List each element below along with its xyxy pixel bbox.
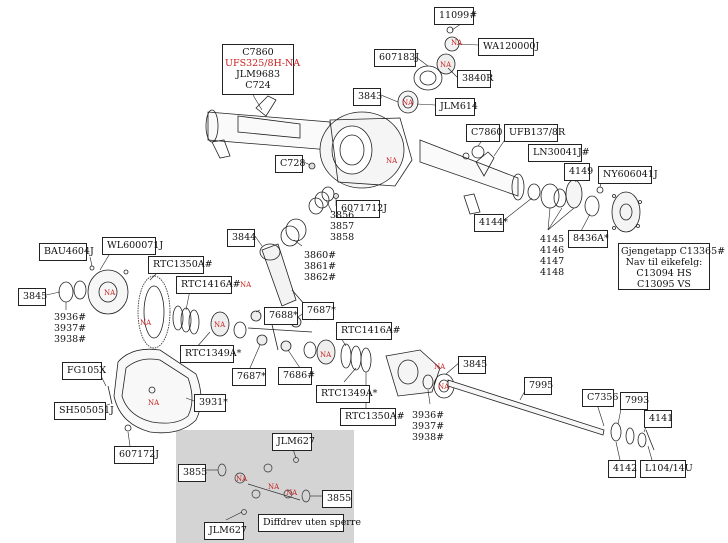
cover-parts	[107, 348, 202, 434]
na-mark: NA	[440, 61, 452, 69]
na-mark: NA	[451, 39, 463, 47]
na-mark: NA	[236, 475, 248, 483]
na-mark: NA	[148, 399, 160, 407]
label-4144: 4144*	[474, 214, 508, 232]
stack-3856: 3856 3857 3858	[330, 210, 354, 243]
label-ny606041j: NY606041J	[598, 166, 658, 184]
label-3843: 3843	[353, 88, 382, 106]
na-mark: NA	[438, 383, 450, 391]
na-mark: NA	[286, 489, 298, 497]
na-mark: NA	[386, 157, 398, 165]
label-rtc1416a-right: RTC1416A#	[336, 322, 401, 340]
na-mark: NA	[214, 321, 226, 329]
label-4141: 4141	[644, 410, 673, 428]
label-bau4604j: BAU4604J	[39, 243, 94, 261]
label-ufb137: UFB137/8R	[504, 124, 565, 142]
stack-3936-left: 3936# 3937# 3938#	[54, 312, 86, 345]
label-7686: 7686#	[278, 367, 315, 385]
label-7687-top: 7687*	[302, 302, 336, 320]
label-3931: 3931*	[194, 394, 228, 412]
label-rtc1350a-bottom: RTC1350A#	[340, 408, 405, 426]
hub-parts	[527, 179, 642, 233]
right-carrier-parts	[385, 349, 655, 451]
part-4148: 4148	[540, 267, 565, 278]
na-mark: NA	[402, 99, 414, 107]
label-c7356: C7356	[582, 389, 618, 407]
label-3855-left: 3855	[178, 464, 207, 482]
label-3844: 3844	[227, 229, 256, 247]
hub-line-2: Nav til eikefelg:	[625, 257, 703, 268]
part-3938: 3938#	[412, 432, 445, 443]
label-7687-bottom: 7687*	[232, 368, 266, 386]
label-wl600071j: WL600071J	[102, 237, 163, 255]
stack-4145: 4145 4146 4147 4148	[540, 234, 564, 278]
label-607172j: 607172J	[114, 446, 159, 464]
label-3840r: 3840R	[457, 70, 493, 88]
label-fg105x: FG105X	[62, 362, 106, 380]
hub-line-4: C13095 VS	[637, 279, 691, 290]
stack-3936-right: 3936# 3937# 3938#	[412, 410, 444, 443]
part-4146: 4146	[540, 245, 565, 256]
label-8436a: 8436A*	[568, 230, 609, 248]
part-3937: 3937#	[54, 323, 87, 334]
label-rtc1350a-top: RTC1350A#	[148, 256, 213, 274]
label-ln30041j: LN30041J#	[528, 144, 590, 162]
label-jlm627-bottom: JLM627	[204, 522, 247, 540]
part-3861: 3861#	[304, 261, 337, 272]
label-3845-left: 3845	[18, 288, 47, 306]
hub-line-3: C13094 HS	[636, 268, 692, 279]
label-c728: C728	[275, 155, 305, 173]
part-4145: 4145	[540, 234, 565, 245]
part-3862: 3862#	[304, 272, 337, 283]
part-4147: 4147	[540, 256, 565, 267]
label-rtc1349a-left: RTC1349A*	[180, 345, 241, 363]
label-jlm614: JLM614	[435, 98, 478, 116]
label-jlm627-top: JLM627	[272, 433, 315, 451]
label-3845-right: 3845	[458, 356, 487, 374]
part-3937: 3937#	[412, 421, 445, 432]
part-3860: 3860#	[304, 250, 337, 261]
left-carrier-parts	[58, 265, 372, 373]
part-3936: 3936#	[54, 312, 87, 323]
kit-box: C7860 UFS325/8H-NA JLM9683 C724	[222, 44, 301, 95]
stack-3860: 3860# 3861# 3862#	[304, 250, 336, 283]
label-rtc1416a-left: RTC1416A#	[176, 276, 241, 294]
label-6071712j: 6071712J	[336, 200, 387, 218]
label-7995: 7995	[524, 377, 553, 395]
part-3856: 3856	[330, 210, 355, 221]
label-rtc1349a-right: RTC1349A*	[316, 385, 377, 403]
part-3857: 3857	[330, 221, 355, 232]
na-mark: NA	[268, 483, 280, 491]
label-607183j: 607183J	[374, 49, 419, 67]
kit-line-2: UFS325/8H-NA	[225, 58, 301, 69]
axle-housing	[205, 95, 525, 215]
kit-line-3: JLM9683	[235, 69, 281, 80]
label-7993: 7993	[620, 392, 649, 410]
part-3936: 3936#	[412, 410, 445, 421]
part-3858: 3858	[330, 232, 355, 243]
label-3855-right: 3855	[322, 490, 352, 508]
label-wa120000j: WA120000J	[478, 38, 539, 56]
label-diffdrev: Diffdrev uten sperre	[258, 514, 361, 532]
inset-parts	[217, 457, 311, 515]
hub-box: Gjengetapp C13365# Nav til eikefelg: C13…	[618, 243, 726, 290]
part-3938: 3938#	[54, 334, 87, 345]
label-sh505051j: SH505051J	[54, 402, 114, 420]
na-mark: NA	[434, 363, 446, 371]
na-mark: NA	[140, 319, 152, 327]
label-7688: 7688*	[264, 307, 298, 325]
kit-line-1: C7860	[242, 47, 274, 58]
kit-line-4: C724	[245, 80, 271, 91]
label-11099: 11099#	[434, 7, 477, 25]
na-mark: NA	[320, 351, 332, 359]
na-mark: NA	[240, 281, 252, 289]
na-mark: NA	[104, 289, 116, 297]
label-4149: 4149	[564, 163, 593, 181]
label-c7860: C7860	[466, 124, 502, 142]
label-l104: L104/14U	[640, 460, 693, 478]
label-4142: 4142	[608, 460, 637, 478]
hub-line-1: Gjengetapp C13365#	[621, 246, 726, 257]
